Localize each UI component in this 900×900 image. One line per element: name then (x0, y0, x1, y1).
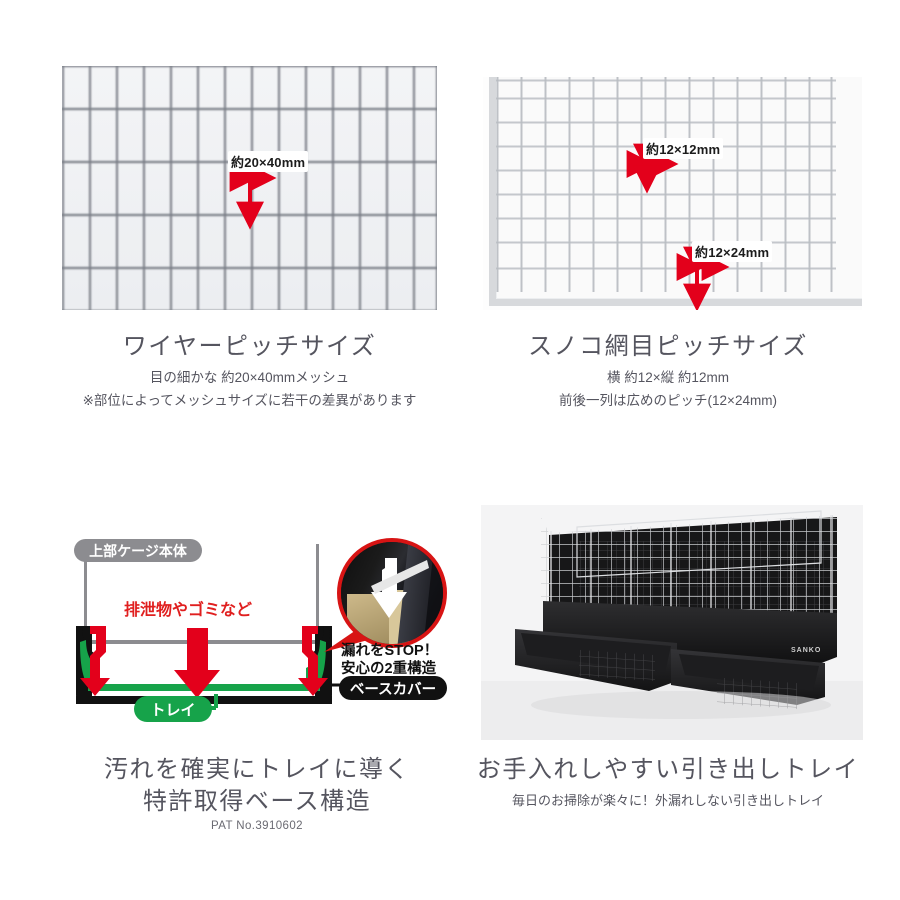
upper-cage-label-pill: 上部ケージ本体 (74, 539, 202, 562)
patent-number: PAT No.3910602 (211, 820, 303, 832)
sunoko-mesh-photo: 約12×12mm 約12×24mm (483, 77, 862, 310)
cage-right-wire (316, 544, 319, 654)
wire-pitch-measure-label: 約20×40mm (228, 151, 309, 172)
wire-pitch-subtitle-line-2: ※部位によってメッシュサイズに若干の差異があります (82, 393, 417, 408)
wire-pitch-subtitle-line-1: 目の細かな 約20×40mmメッシュ (149, 370, 350, 385)
base-structure-title-line-2: 特許取得ベース構造 (142, 788, 372, 815)
sunoko-measure-label-12x24: 約12×24mm (692, 241, 773, 262)
brand-logo-text: SANKO (791, 647, 822, 654)
double-structure-magnifier (337, 538, 447, 648)
tray-label: トレイ (150, 701, 196, 719)
sunoko-pitch-arrows (626, 143, 730, 310)
sunoko-measure-label-12x12: 約12×12mm (643, 138, 724, 159)
magnifier-white-arrow (371, 558, 429, 618)
leak-stop-label-line-2: 安心の2重構造 (341, 661, 437, 677)
base-cover-label-pill: ベースカバー (339, 676, 447, 700)
leak-stop-label-line-1: 漏れをSTOP！ (341, 643, 439, 659)
base-structure-diagram: 上部ケージ本体 排泄物やゴミなど トレイ 漏れをSTOP！ 安心の2重構造 ベー… (62, 530, 452, 730)
base-cover-label: ベースカバー (349, 681, 437, 698)
wire-mesh-photo: 約20×40mm (62, 66, 437, 310)
sunoko-pitch-title: スノコ網目ピッチサイズ (528, 333, 808, 360)
upper-cage-label: 上部ケージ本体 (89, 542, 187, 559)
drawer-tray-title: お手入れしやすい引き出しトレイ (476, 756, 860, 783)
wire-pitch-arrows (229, 157, 277, 230)
tray-label-pill: トレイ (134, 696, 212, 722)
upper-cage-leader-line (84, 560, 87, 652)
drawer-tray-subtitle: 毎日のお掃除が楽々に！外漏れしない引き出しトレイ (511, 793, 824, 808)
sunoko-pitch-subtitle-line-2: 前後一列は広めのピッチ(12×24mm) (559, 393, 777, 408)
wire-pitch-title: ワイヤーピッチサイズ (122, 333, 377, 360)
cage-illustration (481, 505, 863, 740)
drawer-tray-photo: SANKO (481, 505, 863, 740)
base-structure-title-line-1: 汚れを確実にトレイに導く (104, 756, 410, 783)
sunoko-pitch-subtitle-line-1: 横 約12×縦 約12mm (607, 370, 729, 385)
waste-label: 排泄物やゴミなど (124, 602, 253, 619)
